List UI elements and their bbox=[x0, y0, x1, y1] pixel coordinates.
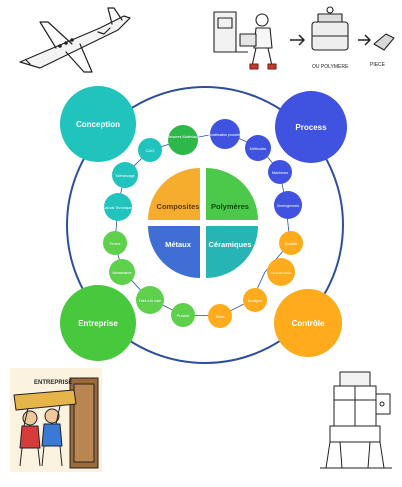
corner-controle[interactable]: Contrôle bbox=[274, 289, 342, 357]
entreprise-sign-text: ENTREPRISE bbox=[34, 380, 72, 386]
node-modelisation[interactable]: Modélisation procédés bbox=[208, 119, 242, 149]
node-label: Calculs Techniques bbox=[103, 206, 134, 210]
node-label: CAO bbox=[146, 148, 155, 153]
node-label: Modélisation procédés bbox=[208, 133, 242, 137]
node-qualite[interactable]: Qualité bbox=[279, 231, 303, 255]
node-label: Caractérisation bbox=[271, 271, 292, 275]
conception-label: Conception bbox=[76, 120, 120, 129]
node-label: Développement bbox=[277, 204, 299, 208]
process-caption-1: OU POLYMERE bbox=[312, 64, 349, 70]
node-label: Faire à la main bbox=[139, 299, 162, 303]
materials-pie: Composites Polymères Métaux Céramiques bbox=[148, 168, 258, 278]
node-tests[interactable]: Tests bbox=[208, 304, 232, 328]
process-illustration bbox=[213, 6, 395, 70]
corner-entreprise[interactable]: Entreprise bbox=[60, 285, 136, 361]
node-label: Qualité bbox=[285, 241, 298, 246]
corner-conception[interactable]: Conception bbox=[60, 86, 136, 162]
composites-label: Composites bbox=[157, 202, 200, 211]
polymeres-label: Polymères bbox=[211, 202, 249, 211]
node-machines[interactable]: Machines bbox=[268, 160, 292, 184]
airplane-illustration bbox=[19, 7, 131, 73]
node-label: Machines bbox=[272, 171, 288, 175]
metaux-label: Métaux bbox=[165, 240, 192, 249]
node-label: Mesures Matériaux bbox=[167, 135, 199, 139]
corner-process[interactable]: Process bbox=[275, 91, 347, 163]
node-label: Maintenance bbox=[112, 271, 132, 275]
node-label: Tolérancage bbox=[115, 174, 135, 178]
main-ring bbox=[66, 86, 344, 364]
node-mesures[interactable]: Mesures Matériaux bbox=[167, 125, 199, 155]
node-label: Méthodes bbox=[250, 147, 267, 151]
node-tenue[interactable]: Tenue bbox=[103, 231, 127, 255]
node-label: Analyse bbox=[248, 298, 263, 303]
entreprise-illustration bbox=[10, 368, 102, 472]
node-label: Tenue bbox=[110, 241, 122, 246]
node-calculs[interactable]: Calculs Techniques bbox=[103, 193, 134, 221]
ceramiques-label: Céramiques bbox=[209, 240, 252, 249]
entreprise-label: Entreprise bbox=[78, 319, 118, 328]
node-tolerancage[interactable]: Tolérancage bbox=[112, 162, 138, 188]
quadrant-polymeres[interactable] bbox=[206, 168, 258, 220]
node-caracterisation[interactable]: Caractérisation bbox=[267, 258, 295, 286]
quadrant-composites[interactable] bbox=[148, 168, 200, 220]
node-label: Produit bbox=[177, 313, 191, 318]
node-cao[interactable]: CAO bbox=[138, 138, 162, 162]
node-label: Tests bbox=[215, 314, 224, 319]
process-label: Process bbox=[295, 123, 327, 132]
controle-label: Contrôle bbox=[292, 319, 325, 328]
node-analyse[interactable]: Analyse bbox=[243, 288, 267, 312]
node-developpement[interactable]: Développement bbox=[274, 191, 302, 219]
node-methodes[interactable]: Méthodes bbox=[245, 135, 271, 161]
node-produit[interactable]: Produit bbox=[171, 303, 195, 327]
quadrant-metaux[interactable] bbox=[148, 226, 200, 278]
machine-illustration bbox=[320, 371, 392, 469]
node-maintenance[interactable]: Maintenance bbox=[109, 259, 135, 285]
node-faire-main[interactable]: Faire à la main bbox=[136, 286, 164, 314]
process-caption-2: PIECE bbox=[370, 62, 386, 68]
quadrant-ceramiques[interactable] bbox=[206, 226, 258, 278]
